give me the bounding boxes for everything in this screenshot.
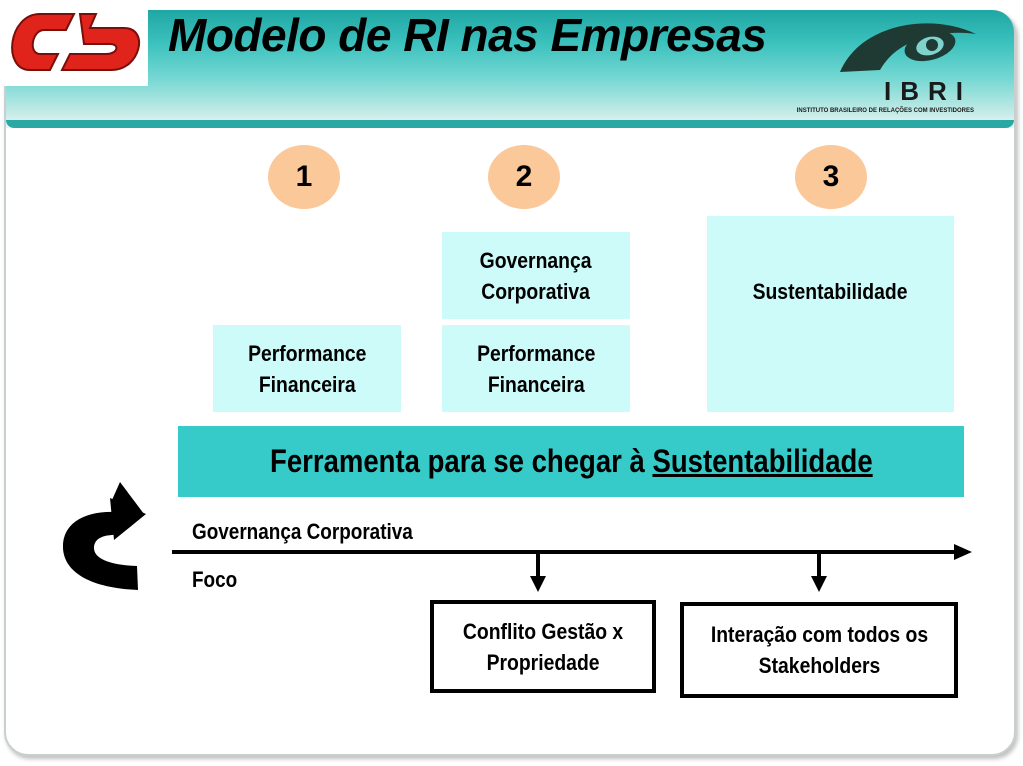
stage-3-sustainability-box: Sustentabilidade [707,216,954,412]
timeline-top-label: Governança Corporativa [192,519,413,544]
down-arrow-interaction [811,552,827,592]
ibri-tagline: INSTITUTO BRASILEIRO DE RELAÇÕES COM INV… [796,108,974,114]
banner-highlight: Sustentabilidade [652,443,873,479]
page-title: Modelo de RI nas Empresas [168,9,767,61]
ceb-logo [0,0,148,86]
stage-3-number: 3 [795,145,867,209]
ibri-logo: IBRI INSTITUTO BRASILEIRO DE RELAÇÕES CO… [780,14,980,114]
down-arrow-conflict [530,552,546,592]
curved-return-arrow-icon [62,482,146,590]
ibri-eye-icon [840,23,976,72]
stage-1-number: 1 [268,145,340,209]
stage-2-number: 2 [488,145,560,209]
ceb-logo-icon [11,13,141,71]
sustainability-banner: Ferramenta para se chegar à Sustentabili… [178,426,964,497]
timeline-axis-arrow [172,544,972,560]
ibri-name: IBRI [884,76,972,106]
banner-prefix: Ferramenta para se chegar à [269,443,653,479]
timeline-bottom-label: Foco [192,567,238,592]
